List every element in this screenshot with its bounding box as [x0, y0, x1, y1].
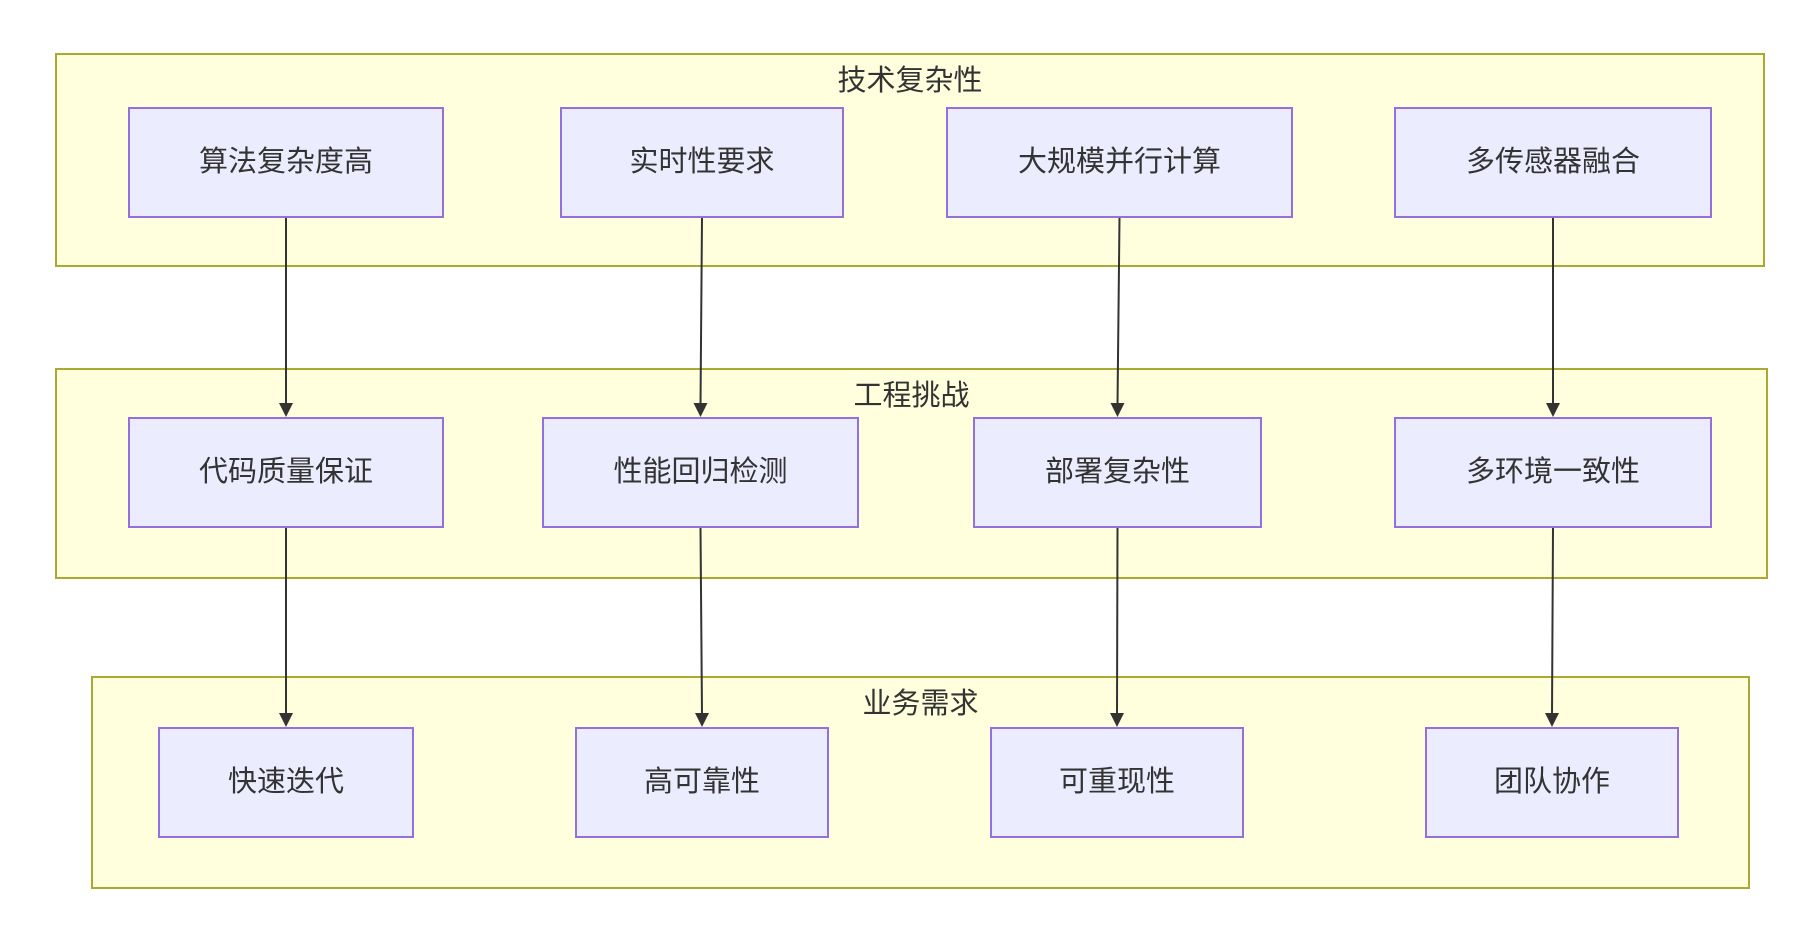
node-label: 大规模并行计算 — [1017, 146, 1221, 179]
subgraph-title-engineering-challenges: 工程挑战 — [853, 380, 970, 412]
subgraph-title-technical-complexity: 技术复杂性 — [837, 65, 983, 97]
node-label: 算法复杂度高 — [198, 146, 373, 179]
subgraph-engineering-challenges: 工程挑战 代码质量保证 性能回归检测 部署复杂性 多环境一致性 — [55, 368, 1768, 579]
node-performance-regression-detection: 性能回归检测 — [542, 417, 859, 528]
node-team-collaboration: 团队协作 — [1425, 727, 1679, 838]
node-label: 多传感器融合 — [1465, 146, 1640, 179]
subgraph-technical-complexity: 技术复杂性 算法复杂度高 实时性要求 大规模并行计算 多传感器融合 — [55, 53, 1765, 267]
node-high-reliability: 高可靠性 — [575, 727, 829, 838]
node-label: 可重现性 — [1058, 766, 1175, 799]
node-reproducibility: 可重现性 — [990, 727, 1244, 838]
node-label: 多环境一致性 — [1465, 456, 1640, 489]
subgraph-title-business-requirements: 业务需求 — [862, 688, 979, 720]
subgraph-business-requirements: 业务需求 快速迭代 高可靠性 可重现性 团队协作 — [91, 676, 1750, 889]
node-realtime-requirement: 实时性要求 — [560, 107, 844, 218]
node-rapid-iteration: 快速迭代 — [158, 727, 414, 838]
node-algorithm-complexity: 算法复杂度高 — [128, 107, 444, 218]
node-label: 快速迭代 — [227, 766, 344, 799]
node-large-scale-parallel-computing: 大规模并行计算 — [946, 107, 1293, 218]
node-multi-environment-consistency: 多环境一致性 — [1394, 417, 1712, 528]
node-deployment-complexity: 部署复杂性 — [973, 417, 1262, 528]
node-label: 部署复杂性 — [1044, 456, 1190, 489]
node-label: 实时性要求 — [629, 146, 775, 179]
node-label: 性能回归检测 — [613, 456, 788, 489]
node-label: 高可靠性 — [643, 766, 760, 799]
node-label: 团队协作 — [1493, 766, 1610, 799]
node-multi-sensor-fusion: 多传感器融合 — [1394, 107, 1712, 218]
node-label: 代码质量保证 — [198, 456, 373, 489]
node-code-quality-assurance: 代码质量保证 — [128, 417, 444, 528]
